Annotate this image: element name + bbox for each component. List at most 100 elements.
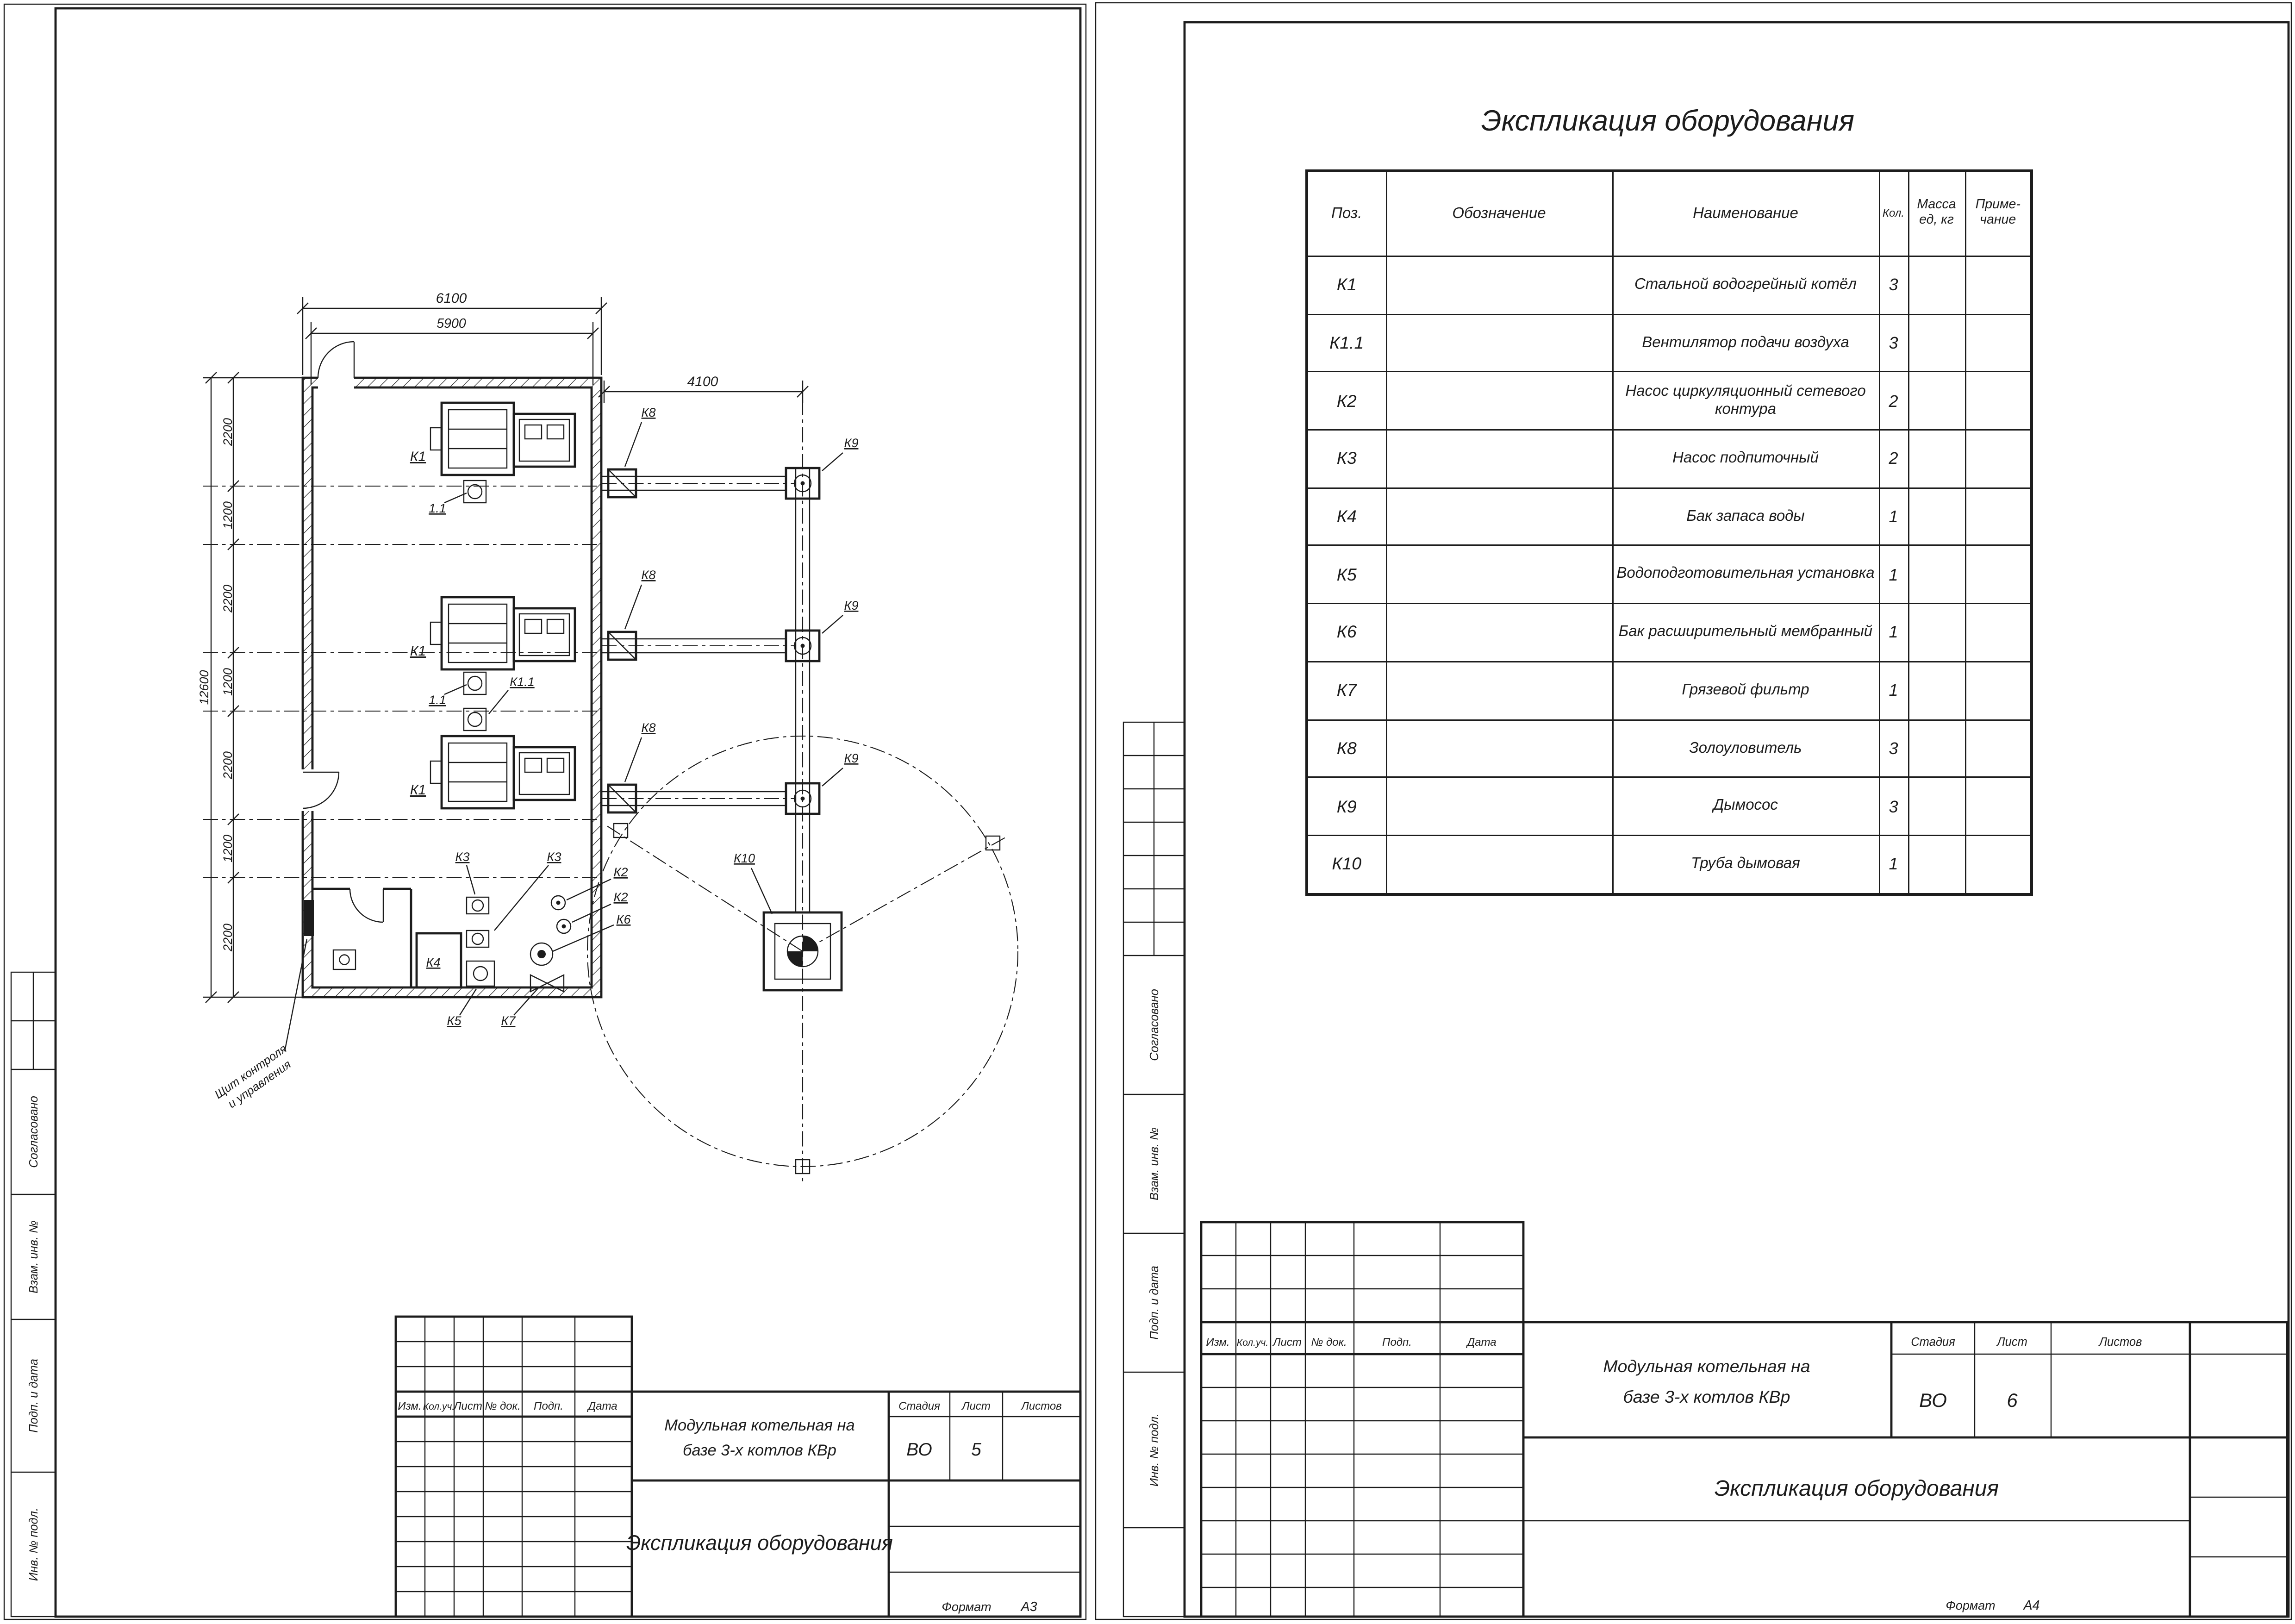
cell-note (1964, 487, 2033, 547)
label-k2-2: К2 (614, 890, 628, 904)
stamp-podp: Подп. (1382, 1336, 1412, 1349)
stamp-data: Дата (586, 1400, 617, 1412)
label-fan-k11: К1.1 (510, 675, 534, 689)
cell-qty: 3 (1878, 256, 1909, 315)
side-column (10, 971, 56, 1618)
format-label: Формат (942, 1600, 991, 1614)
cell-designation (1385, 776, 1613, 836)
sheet-a3-plan: Согласовано Взам. инв. № Подп. и дата Ин… (3, 3, 1087, 1620)
table-header-row: Поз. Обозначение Наименование Кол. Масса… (1306, 170, 2033, 257)
cell-pos: К7 (1306, 661, 1387, 720)
boiler-2 (430, 596, 576, 671)
stamp-project-line1: Модульная котельная на (664, 1417, 854, 1434)
cell-pos: К3 (1306, 429, 1387, 489)
cell-pos: К1 (1306, 256, 1387, 315)
cell-note (1964, 661, 2033, 720)
cell-name: Золоуловитель (1611, 718, 1880, 778)
cell-qty: 1 (1878, 545, 1909, 605)
col-header-qty: Кол. (1878, 170, 1909, 257)
dim-chain-3: 2200 (221, 585, 235, 613)
label-k7: К7 (501, 1014, 516, 1028)
stamp-doc-title: Экспликация оборудования (626, 1531, 893, 1555)
label-k8-2: К8 (642, 568, 656, 582)
label-boiler-k1-3: К1 (410, 782, 426, 798)
table-row: К5 Водоподготовительная установка 1 (1306, 545, 2033, 605)
col-header-note-line2: чание (1980, 212, 2016, 228)
cell-pos: К10 (1306, 834, 1387, 895)
side-label-inv: Инв. № подл. (27, 1508, 40, 1581)
cell-name: Насос подпиточный (1611, 429, 1880, 489)
boiler-1 (430, 401, 576, 476)
cell-name: Водоподготовительная установка (1611, 545, 1880, 605)
label-k6: К6 (617, 912, 631, 926)
cell-designation (1385, 429, 1613, 489)
stamp-izm: Изм. (1206, 1336, 1229, 1349)
col-header-mass-line2: ед, кг (1919, 212, 1954, 228)
stamp-sheet-no: 5 (971, 1440, 981, 1460)
label-k2-1: К2 (614, 865, 628, 879)
cell-note (1964, 834, 2033, 895)
cell-note (1964, 603, 2033, 662)
side-label-soglasovano: Согласовано (1148, 989, 1161, 1061)
cell-pos: К2 (1306, 371, 1387, 431)
stamp-project-line1: Модульная котельная на (1603, 1356, 1810, 1376)
cell-name: Стальной водогрейный котёл (1611, 256, 1880, 315)
label-k9-1: К9 (844, 436, 859, 450)
cell-name: Труба дымовая (1611, 834, 1880, 895)
cell-pos: К8 (1306, 718, 1387, 778)
stamp-stadia: Стадия (898, 1400, 940, 1412)
cell-note (1964, 545, 2033, 605)
stamp-ndok: № док. (485, 1400, 520, 1412)
chimney-k10 (586, 735, 1019, 1174)
plan-drawing: 12600 2200 1200 2200 1200 2200 1200 2200… (197, 291, 1019, 1183)
table-row: К4 Бак запаса воды 1 (1306, 487, 2033, 547)
cell-designation (1385, 718, 1613, 778)
stamp-data: Дата (1466, 1336, 1496, 1349)
table-row: К3 Насос подпиточный 2 (1306, 429, 2033, 489)
cell-name: Грязевой фильтр (1611, 661, 1880, 720)
cell-qty: 2 (1878, 429, 1909, 489)
dim-chain-6: 1200 (221, 835, 235, 862)
label-k9-2: К9 (844, 599, 859, 612)
stamp-koluch: Кол.уч. (1237, 1337, 1268, 1348)
label-boiler-k1-2: К1 (410, 643, 426, 659)
dim-4100: 4100 (687, 374, 718, 389)
stamp-stadia: Стадия (1911, 1336, 1955, 1349)
col-header-pos: Поз. (1306, 170, 1387, 257)
dim-chain-2: 1200 (221, 501, 235, 529)
label-fan-2: 1.1 (429, 693, 446, 707)
col-header-designation: Обозначение (1385, 170, 1613, 257)
cell-pos: К5 (1306, 545, 1387, 605)
cell-designation (1385, 603, 1613, 662)
dim-chain-4: 1200 (221, 668, 235, 696)
label-k10: К10 (734, 851, 755, 865)
sheet-a4-spec: Согласовано Взам. инв. № Подп. и дата Ин… (1093, 0, 2294, 1624)
cell-note (1964, 776, 2033, 836)
col-header-mass: Масса ед, кг (1907, 170, 1966, 257)
cell-name: Насос циркуляционный сетевого контура (1611, 371, 1880, 431)
dim-chain-1: 2200 (221, 418, 235, 446)
table-row: К9 Дымосос 3 (1306, 776, 2033, 836)
side-label-podp-i-data: Подп. и дата (27, 1359, 40, 1433)
cell-pos: К4 (1306, 487, 1387, 547)
cell-qty: 2 (1878, 371, 1909, 431)
cell-mass (1907, 371, 1966, 431)
cell-designation (1385, 487, 1613, 547)
sheet-frame (3, 3, 1087, 1620)
cell-mass (1907, 776, 1966, 836)
cell-name: Дымосос (1611, 776, 1880, 836)
cell-name: Бак расширительный мембранный (1611, 603, 1880, 662)
label-k5: К5 (447, 1014, 462, 1028)
filter-k7 (513, 974, 565, 1016)
table-row: К8 Золоуловитель 3 (1306, 718, 2033, 778)
col-header-note: Приме- чание (1964, 170, 2033, 257)
table-row: К10 Труба дымовая 1 (1306, 834, 2033, 895)
title-block-a4 (1200, 1221, 2289, 1618)
cell-mass (1907, 487, 1966, 547)
table-row: К1.1 Вентилятор подачи воздуха 3 (1306, 313, 2033, 373)
cell-mass (1907, 313, 1966, 373)
stamp-list2: Лист (1996, 1336, 2027, 1349)
title-block-a3 (394, 1315, 1082, 1618)
cell-name: Вентилятор подачи воздуха (1611, 313, 1880, 373)
label-k9-3: К9 (844, 751, 859, 765)
